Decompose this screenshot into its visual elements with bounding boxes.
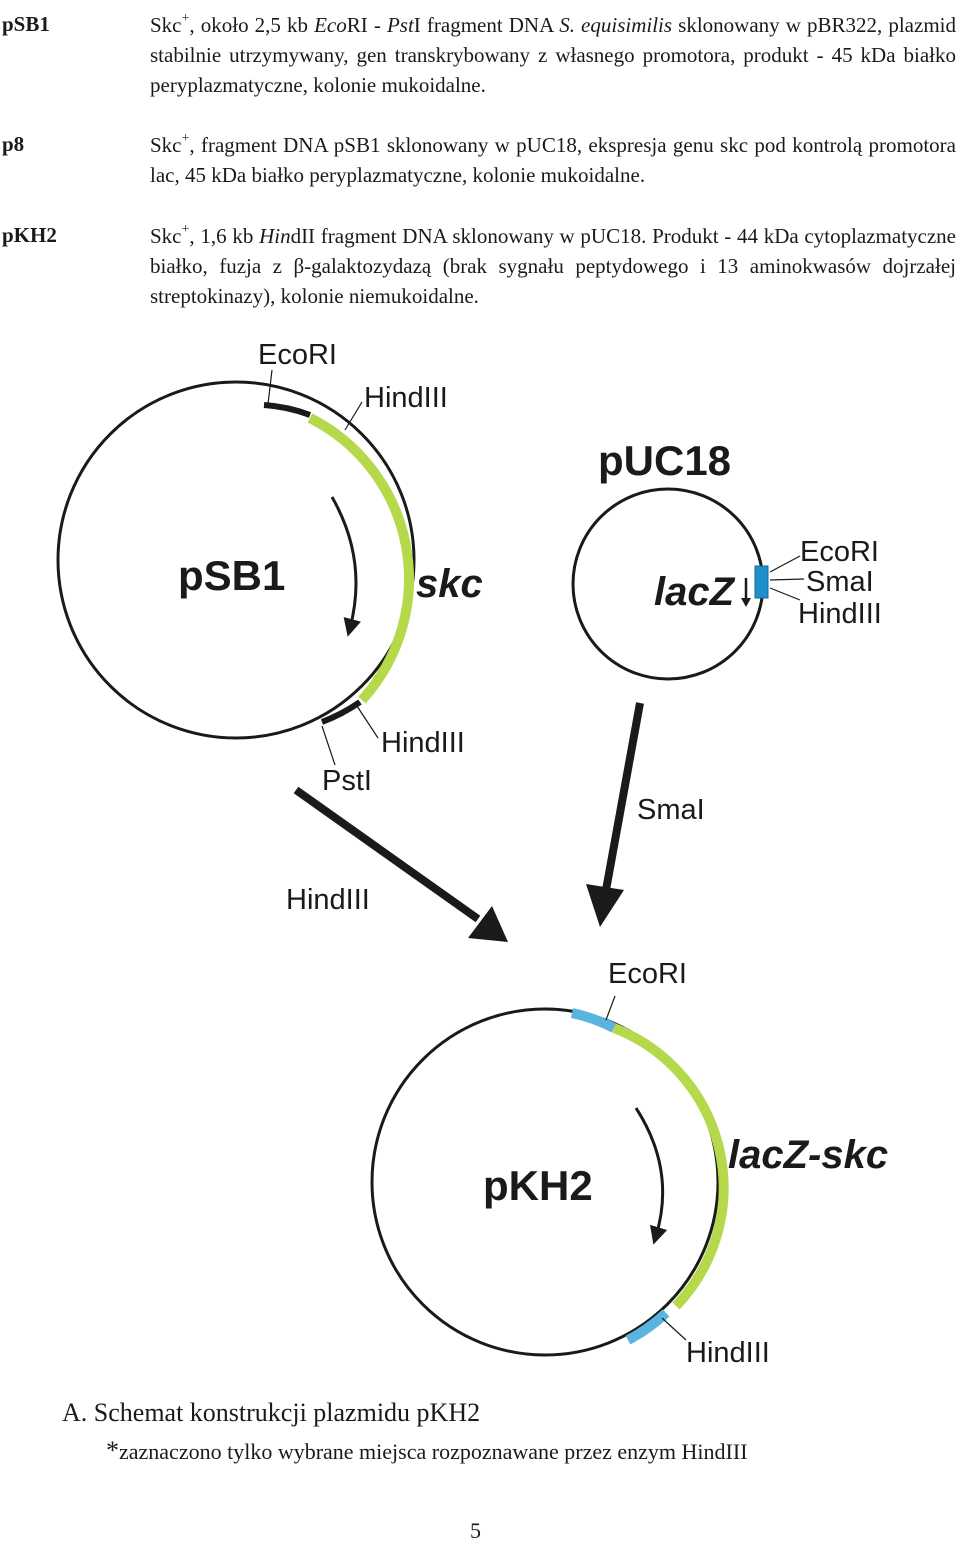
page-number: 5 (470, 1518, 481, 1543)
figure-caption: A. Schemat konstrukcji plazmidu pKH2 (62, 1398, 481, 1427)
site-hindiii-pkh2: HindIII (686, 1337, 770, 1369)
entry-description: Skc+, 1,6 kb HindII fragment DNA sklonow… (150, 221, 956, 311)
entry-description: Skc+, około 2,5 kb EcoRI - PstI fragment… (150, 10, 956, 100)
right-arrow-enzyme: SmaI (637, 794, 705, 826)
lacz-gene-label: lacZ (654, 570, 736, 614)
entry-prefix: Skc (150, 224, 182, 248)
entry-label: p8 (2, 132, 25, 156)
entry-label: pSB1 (2, 12, 50, 36)
puc18-plasmid: pUC18 lacZ EcoRI SmaI HindIII (571, 437, 882, 681)
puc18-mcs-box (754, 565, 769, 599)
left-arrow-enzyme: HindIII (286, 884, 370, 916)
skc-gene-label: skc (416, 562, 483, 606)
pkh2-plasmid: pKH2 lacZ-skc EcoRI HindIII (370, 958, 888, 1369)
leader-pst (321, 725, 336, 766)
puc18-name: pUC18 (598, 437, 731, 484)
psb1-backbone (56, 380, 416, 740)
entry-text-run: dII fragment DNA sklonowany w pUC18. Pro… (150, 224, 956, 308)
entry-superscript: + (181, 11, 190, 26)
pkh2-mcs-top (570, 1008, 617, 1033)
left-arrow-shaft (293, 786, 481, 923)
right-digestion-arrow (586, 702, 644, 927)
site-ecori-psb1: EcoRI (258, 339, 337, 371)
psb1-name: pSB1 (178, 552, 285, 599)
leader-pkh2-hindiii (661, 1317, 687, 1341)
figure-note: *zaznaczono tylko wybrane miejsca rozpoz… (106, 1436, 748, 1466)
entry-prefix: Skc (150, 133, 182, 157)
pkh2-transcription-arrow (634, 1107, 668, 1245)
leader-hind-top (344, 401, 363, 431)
entry-superscript: + (181, 222, 190, 237)
pkh2-lacz-skc-insert (612, 1023, 729, 1310)
psb1-ecori-segment (263, 402, 312, 418)
pkh2-name: pKH2 (483, 1162, 593, 1209)
mcs-site-hindiii: HindIII (798, 598, 882, 630)
right-arrow-head (586, 884, 624, 927)
entry-prefix: Skc (150, 13, 182, 37)
leader-hind-bottom (354, 702, 379, 739)
mcs-site-ecori: EcoRI (800, 536, 879, 568)
leader-pkh2-ecori (605, 995, 616, 1021)
lacz-skc-gene-label: lacZ-skc (728, 1133, 888, 1177)
entry-text-run: , fragment DNA pSB1 sklonowany w pUC18, … (150, 133, 956, 187)
site-hindiii-psb1-top: HindIII (364, 382, 448, 414)
leader-mcs-hindiii (769, 587, 801, 601)
mcs-site-smai: SmaI (806, 566, 874, 598)
site-ecori-pkh2: EcoRI (608, 958, 687, 990)
left-digestion-arrow (293, 786, 508, 942)
lacz-tick-head (741, 598, 751, 607)
entry-text-run: , 1,6 kb (189, 224, 260, 248)
leader-mcs-ecori (769, 555, 801, 573)
entry-superscript: + (181, 131, 190, 146)
psb1-pst-segment (320, 699, 362, 725)
entry-text-run: Pst (386, 13, 414, 37)
entry-description: Skc+, fragment DNA pSB1 sklonowany w pUC… (150, 130, 956, 190)
entry-label: pKH2 (2, 223, 57, 247)
entry-text-run: Hin (259, 224, 291, 248)
site-psti-psb1: PstI (322, 765, 372, 797)
pkh2-backbone (370, 1007, 720, 1357)
entry-text-run: sklonowany w pBR322, plazmid stabilnie u… (150, 13, 956, 97)
entry-text-run: S. equisimilis (559, 13, 673, 37)
psb1-plasmid: pSB1 skc EcoRI HindIII HindIII PstI (56, 339, 483, 797)
entry-text-run: Eco (314, 13, 347, 37)
pkh2-mcs-bottom (625, 1309, 670, 1345)
leader-ecori (267, 369, 273, 405)
leader-mcs-smai (769, 578, 805, 581)
note-text: zaznaczono tylko wybrane miejsca rozpozn… (119, 1439, 748, 1464)
entry-text-run: I fragment DNA (413, 13, 560, 37)
psb1-skc-insert (307, 413, 414, 704)
right-arrow-shaft (602, 702, 644, 891)
note-asterisk: * (106, 1436, 119, 1465)
site-hindiii-psb1-bottom: HindIII (381, 727, 465, 759)
entry-text-run: , około 2,5 kb (189, 13, 315, 37)
psb1-transcription-arrow (330, 496, 362, 637)
entry-text-run: RI - (346, 13, 387, 37)
left-arrow-head (468, 906, 508, 942)
